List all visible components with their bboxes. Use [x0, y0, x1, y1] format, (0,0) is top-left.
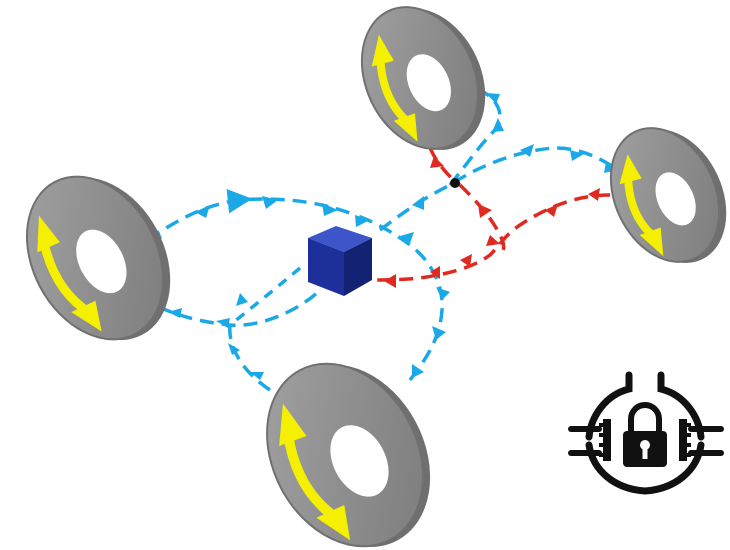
- double-arrow-icon: [371, 34, 418, 142]
- blue-flow-cube-link: [228, 266, 302, 327]
- front-right-wheel: [609, 127, 727, 263]
- cube-icon: [308, 226, 372, 296]
- cube-side: [344, 238, 372, 296]
- wheel-hub: [330, 425, 389, 497]
- double-arrow-icon: [619, 154, 664, 257]
- junction-dot: [450, 178, 460, 188]
- wheel-hub: [655, 172, 696, 226]
- blue-flow-rear-to-front-left: [228, 324, 302, 412]
- rear-left-wheel: [25, 175, 171, 341]
- double-arrow-icon: [37, 215, 102, 332]
- double-arrow-icon: [279, 403, 351, 541]
- blue-flow-center-to-top: [378, 146, 616, 232]
- front-left-wheel: [266, 362, 431, 548]
- cube-front: [308, 238, 344, 296]
- rear-right-wheel: [360, 6, 486, 150]
- wheel-hub: [406, 54, 451, 112]
- cube-top: [308, 226, 372, 252]
- blue-flow-rear-left-upper: [147, 189, 356, 242]
- wheel-hub: [76, 229, 127, 294]
- differential-lock-icon: [568, 371, 724, 495]
- red-flow-junction-down: [458, 183, 506, 257]
